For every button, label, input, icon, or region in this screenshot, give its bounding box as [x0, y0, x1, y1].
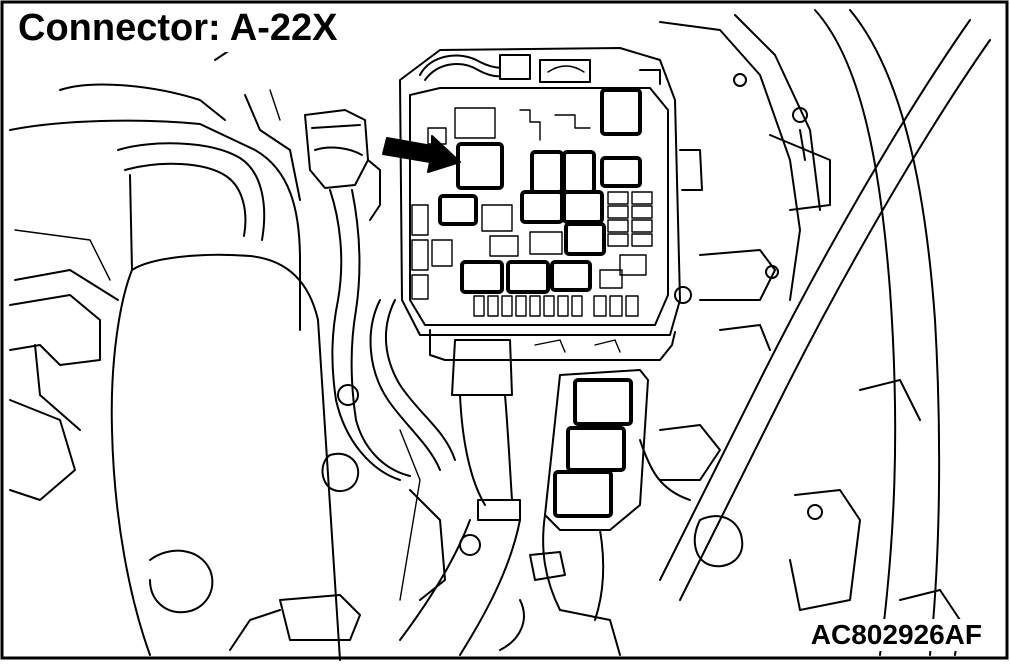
relay-block [529, 369, 649, 656]
figure-code: AC802926AF [806, 619, 986, 651]
relay-box [399, 47, 703, 361]
left-harness [304, 109, 411, 481]
figure-title: Connector: A-22X [14, 6, 346, 52]
pointer-arrow [382, 135, 461, 173]
right-components [639, 9, 991, 656]
relay-modules [438, 88, 642, 294]
lower-left-parts [229, 429, 525, 651]
main-cable [369, 299, 521, 656]
connector-a-22x [456, 142, 504, 190]
